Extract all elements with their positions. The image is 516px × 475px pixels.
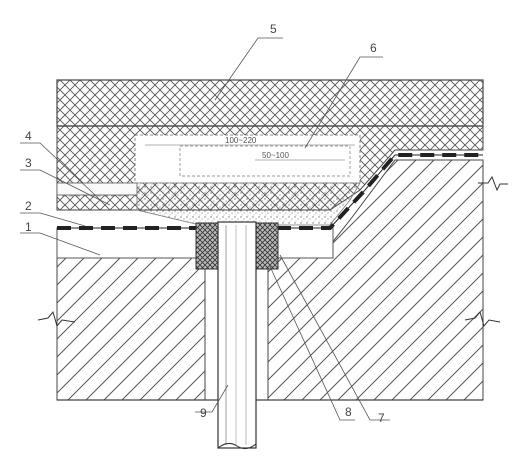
callout-2: 2 [25,199,32,213]
dimension-box: 100~220 50~100 [134,134,361,184]
band-layer-2 [56,227,334,259]
leader-lines [20,37,390,421]
dimension-outer-label: 100~220 [225,136,257,145]
callout-8: 8 [345,405,352,419]
callout-4: 4 [25,129,32,143]
callout-5: 5 [270,22,277,36]
callout-1: 1 [25,220,32,234]
thin-layer-3 [56,182,138,197]
top-insulation-layer [56,79,484,127]
callout-6: 6 [370,41,377,55]
callout-3: 3 [25,156,32,170]
vertical-pipe [217,221,257,450]
base-body [56,159,484,401]
break-lines [37,175,508,328]
gasket-left [195,222,219,270]
gasket-right [255,222,279,270]
callout-9: 9 [200,406,207,420]
dimension-inner-label: 50~100 [262,151,289,160]
granular-fill [136,182,361,226]
callout-7: 7 [378,411,385,425]
